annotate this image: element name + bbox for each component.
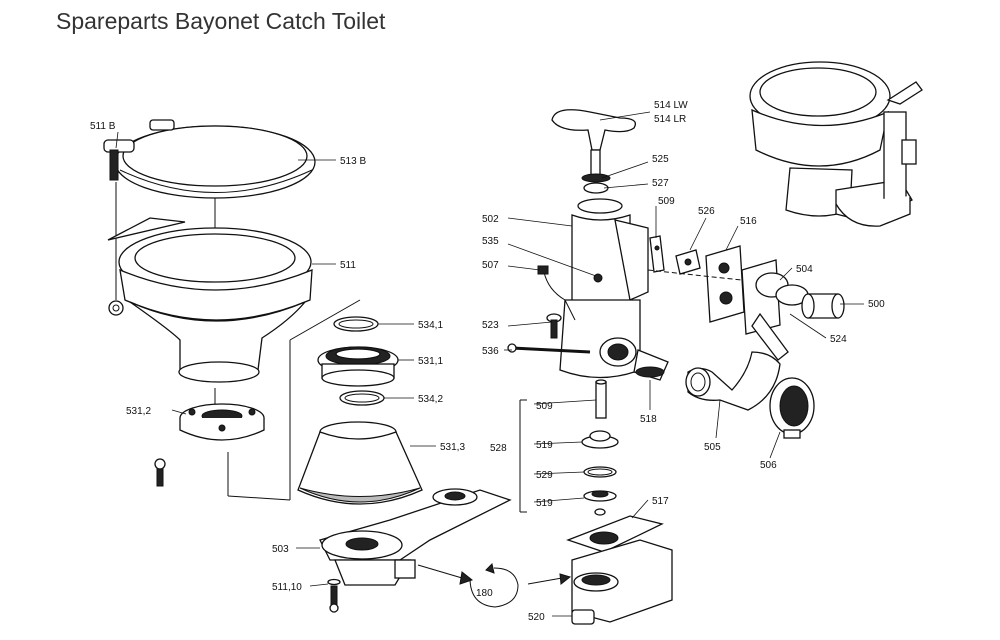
label-531-1: 531,1	[418, 356, 443, 367]
plate-526-part	[675, 249, 701, 275]
seat-lid-part	[114, 119, 316, 199]
rod-509-part	[595, 379, 607, 419]
label-523: 523	[482, 320, 499, 331]
pump-handle-part	[551, 109, 637, 194]
cable-part	[543, 271, 576, 321]
hinge-bolt-part	[103, 139, 135, 316]
diagram-title: Spareparts Bayonet Catch Toilet	[56, 8, 386, 34]
label-529: 529	[536, 470, 553, 481]
valve-519-part	[581, 430, 619, 449]
clip-509-part	[649, 235, 665, 273]
label-517: 517	[652, 496, 669, 507]
label-511b: 511 B	[90, 121, 116, 132]
label-505: 505	[704, 442, 721, 453]
assembled-toilet-illustration	[749, 61, 923, 227]
label-536: 536	[482, 346, 499, 357]
label-503: 503	[272, 544, 289, 555]
label-534-2: 534,2	[418, 394, 443, 405]
base-part	[319, 488, 512, 586]
valve-519b-part	[583, 490, 617, 516]
label-502: 502	[482, 214, 499, 225]
label-520: 520	[528, 612, 545, 623]
label-504: 504	[796, 264, 813, 275]
label-518: 518	[640, 414, 657, 425]
label-525: 525	[652, 154, 669, 165]
plug-500-part	[801, 293, 845, 319]
label-509-lower: 509	[536, 401, 553, 412]
label-506: 506	[760, 460, 777, 471]
lower-body-part	[571, 539, 673, 625]
leader-lines	[115, 111, 864, 617]
rotation-arrow-icon	[417, 563, 572, 608]
label-527: 527	[652, 178, 669, 189]
label-524: 524	[830, 334, 847, 345]
gasket-516-part	[705, 245, 745, 323]
label-519-top: 519	[536, 440, 553, 451]
label-531-2: 531,2	[126, 406, 151, 417]
screw-part	[154, 458, 166, 487]
label-534-1: 534,1	[418, 320, 443, 331]
label-180: 180	[476, 588, 493, 599]
base-plate-517-part	[566, 515, 664, 553]
flange-5311-part	[317, 346, 399, 387]
base-ring-part	[179, 403, 265, 441]
label-535: 535	[482, 236, 499, 247]
gasket-5341-part	[333, 316, 379, 332]
label-500: 500	[868, 299, 885, 310]
label-511: 511	[340, 260, 356, 271]
label-514-lr: 514 LR	[654, 114, 686, 125]
cone-part	[297, 421, 423, 505]
label-511-10: 511,10	[272, 582, 302, 593]
ring-529-part	[583, 466, 617, 478]
label-507: 507	[482, 260, 499, 271]
bolt-51110-part	[327, 578, 341, 613]
label-516: 516	[740, 216, 757, 227]
gasket-5342-part	[339, 390, 385, 406]
label-526: 526	[698, 206, 715, 217]
bowl-part	[107, 217, 313, 383]
housing-504-part	[741, 259, 809, 361]
valve-518-part	[633, 349, 669, 381]
label-514-lw: 514 LW	[654, 100, 688, 111]
clamp-506-part	[769, 377, 815, 439]
label-519-bottom: 519	[536, 498, 553, 509]
label-528: 528	[490, 443, 507, 454]
label-531-3: 531,3	[440, 442, 465, 453]
screw-523-part	[546, 313, 562, 339]
label-513b: 513 B	[340, 156, 366, 167]
elbow-hose-part	[685, 351, 781, 411]
label-509-top: 509	[658, 196, 675, 207]
